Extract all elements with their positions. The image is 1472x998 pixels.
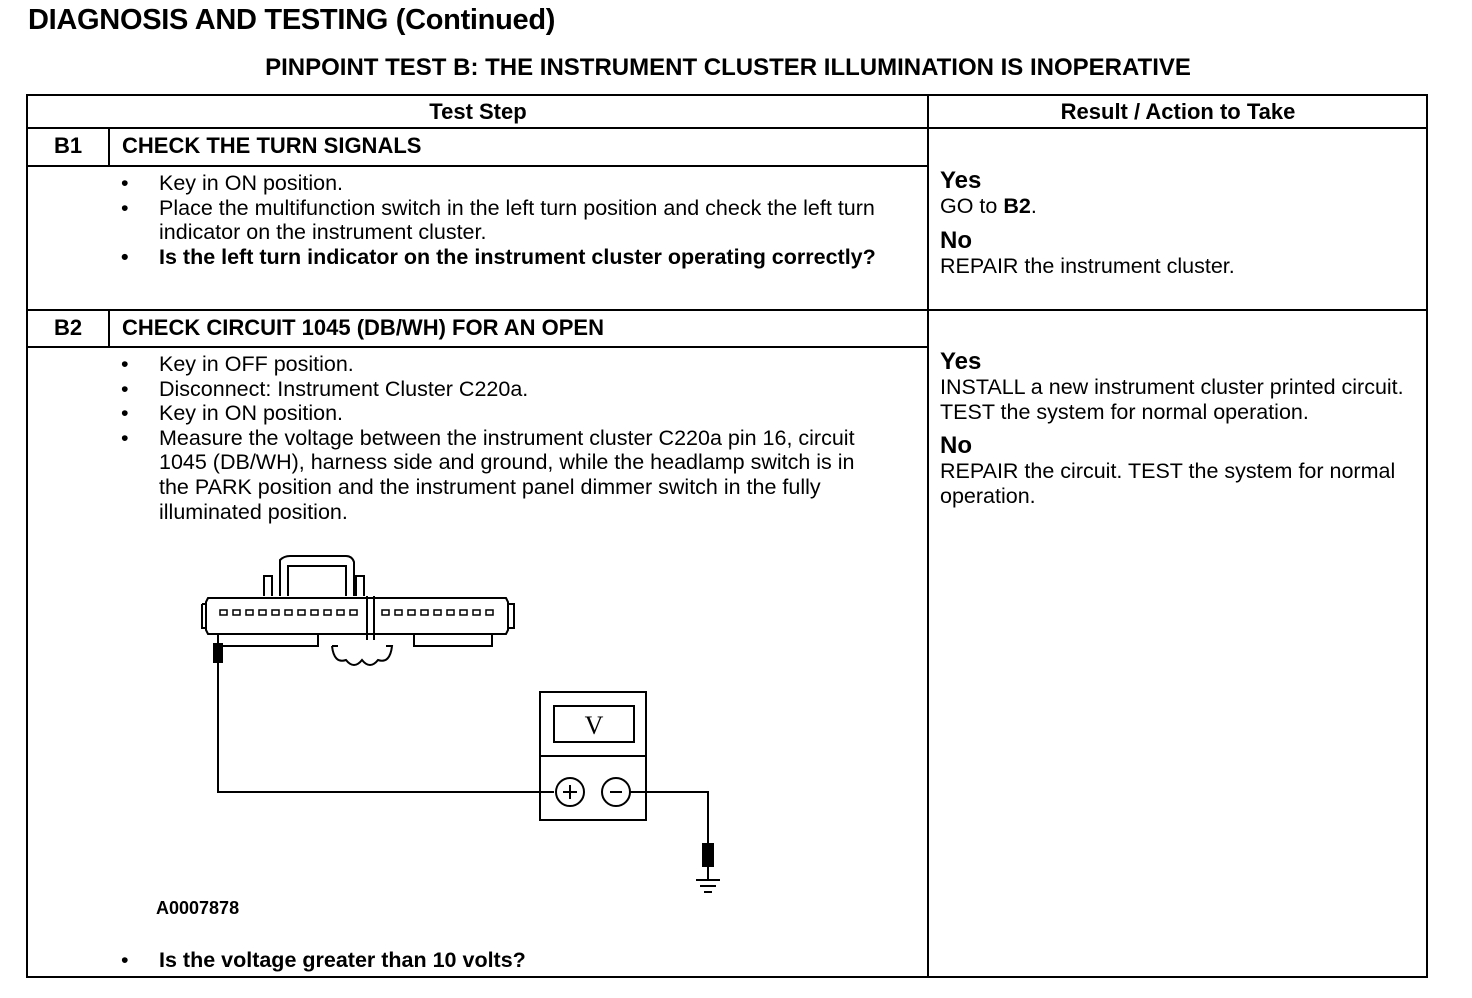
list-item: Measure the voltage between the instrume…: [118, 426, 889, 524]
no-label: No: [940, 226, 972, 254]
page-title: DIAGNOSIS AND TESTING (Continued): [28, 4, 556, 36]
test-table: [26, 94, 1428, 978]
table-divider: [26, 309, 1428, 311]
meter-display-label: V: [585, 711, 604, 740]
step-question: Is the left turn indicator on the instru…: [118, 245, 889, 270]
column-header-result: Result / Action to Take: [1060, 99, 1296, 124]
list-item: Key in OFF position.: [118, 352, 889, 377]
yes-action: INSTALL a new instrument cluster printed…: [940, 375, 1404, 424]
table-divider: [927, 94, 929, 978]
step-question: •Is the voltage greater than 10 volts?: [121, 948, 526, 972]
no-action: REPAIR the instrument cluster.: [940, 253, 1235, 278]
test-lead-negative: [630, 791, 709, 844]
ground-probe: [702, 843, 714, 867]
list-item: Key in ON position.: [118, 401, 889, 426]
table-divider: [108, 309, 110, 347]
list-item: Key in ON position.: [118, 171, 889, 196]
list-item: Disconnect: Instrument Cluster C220a.: [118, 377, 889, 402]
yes-label: Yes: [940, 348, 982, 375]
table-divider: [26, 127, 1428, 129]
yes-label: Yes: [940, 167, 982, 194]
no-action: REPAIR the circuit. TEST the system for …: [940, 459, 1396, 508]
connector-latch: [263, 555, 365, 596]
step-title: CHECK THE TURN SIGNALS: [122, 133, 422, 158]
ground-icon: [696, 866, 720, 893]
step-instructions: Key in ON position. Place the multifunct…: [118, 171, 889, 269]
table-divider: [108, 127, 110, 166]
voltmeter-diagram: V: [201, 555, 720, 893]
test-lead-positive: [217, 660, 554, 793]
connector-c220a: [201, 596, 515, 666]
probe-tip: [213, 643, 223, 663]
table-divider: [26, 165, 929, 167]
voltmeter: [539, 691, 647, 821]
no-label: No: [940, 432, 972, 460]
goto-step-link: B2: [1003, 194, 1031, 218]
connector-pins: [219, 609, 494, 616]
table-divider: [26, 346, 929, 348]
step-result: Yes GO to B2. No REPAIR the instrument c…: [940, 168, 1420, 278]
figure-code: A0007878: [156, 898, 240, 918]
step-id: B2: [53, 315, 83, 340]
step-title: CHECK CIRCUIT 1045 (DB/WH) FOR AN OPEN: [122, 315, 604, 340]
column-header-test-step: Test Step: [429, 99, 527, 124]
yes-action: GO to B2.: [940, 194, 1037, 218]
step-id: B1: [53, 133, 83, 158]
pinpoint-test-title: PINPOINT TEST B: THE INSTRUMENT CLUSTER …: [265, 54, 1191, 81]
step-result: Yes INSTALL a new instrument cluster pri…: [940, 349, 1420, 508]
step-instructions: Key in OFF position. Disconnect: Instrum…: [118, 352, 889, 524]
list-item: Place the multifunction switch in the le…: [118, 196, 889, 245]
